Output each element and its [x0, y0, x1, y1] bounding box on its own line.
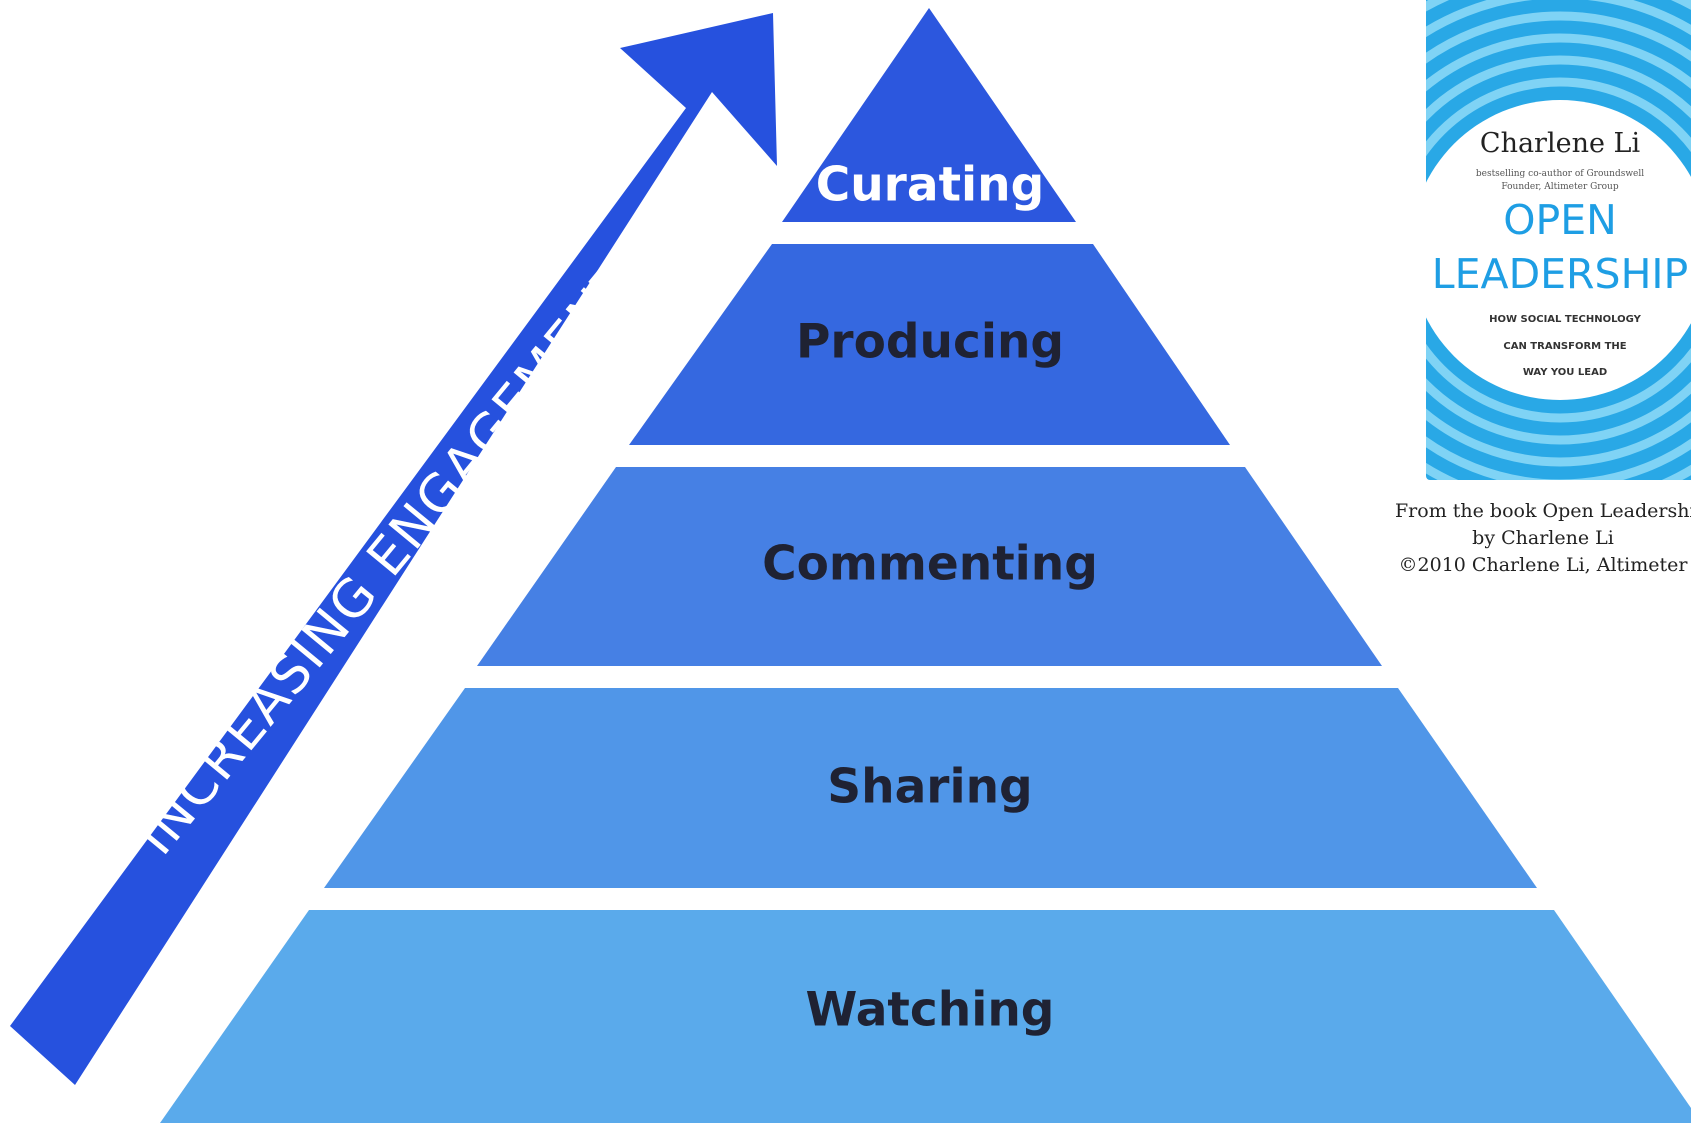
caption-line-2: by Charlene Li — [1472, 527, 1614, 549]
tier-producing — [629, 244, 1230, 445]
book-tagline-2: CAN TRANSFORM THE — [1503, 341, 1626, 352]
tier-label-watching: Watching — [806, 983, 1055, 1038]
tier-commenting — [477, 467, 1382, 666]
arrow-shape — [10, 13, 777, 1085]
pyramid: Curating Producing Commenting Sharing Wa… — [160, 8, 1691, 1123]
tier-label-curating: Curating — [816, 158, 1045, 213]
book-tagline-1: HOW SOCIAL TECHNOLOGY — [1489, 314, 1641, 325]
caption-line-3: ©2010 Charlene Li, Altimeter — [1398, 554, 1688, 576]
caption-line-1: From the book Open Leadership — [1395, 500, 1691, 522]
book-credit-2: Founder, Altimeter Group — [1501, 182, 1618, 192]
book-credit-1: bestselling co-author of Groundswell — [1476, 169, 1644, 179]
book-author: Charlene Li — [1480, 128, 1641, 159]
tier-watching — [160, 910, 1691, 1123]
book-cover: Charlene Li bestselling co-author of Gro… — [1426, 0, 1691, 480]
tier-label-producing: Producing — [796, 315, 1064, 370]
book-tagline-3: WAY YOU LEAD — [1523, 367, 1607, 378]
book-title-line-2: LEADERSHIP — [1432, 250, 1688, 298]
tier-sharing — [324, 688, 1537, 888]
cover-rings — [1426, 0, 1691, 480]
tier-curating — [782, 8, 1076, 222]
tier-label-commenting: Commenting — [762, 537, 1098, 592]
cover-inner-circle — [1426, 100, 1691, 400]
book-caption: From the book Open Leadership by Charlen… — [1395, 498, 1691, 579]
tier-label-sharing: Sharing — [827, 760, 1032, 815]
book-title-line-1: OPEN — [1503, 196, 1617, 244]
